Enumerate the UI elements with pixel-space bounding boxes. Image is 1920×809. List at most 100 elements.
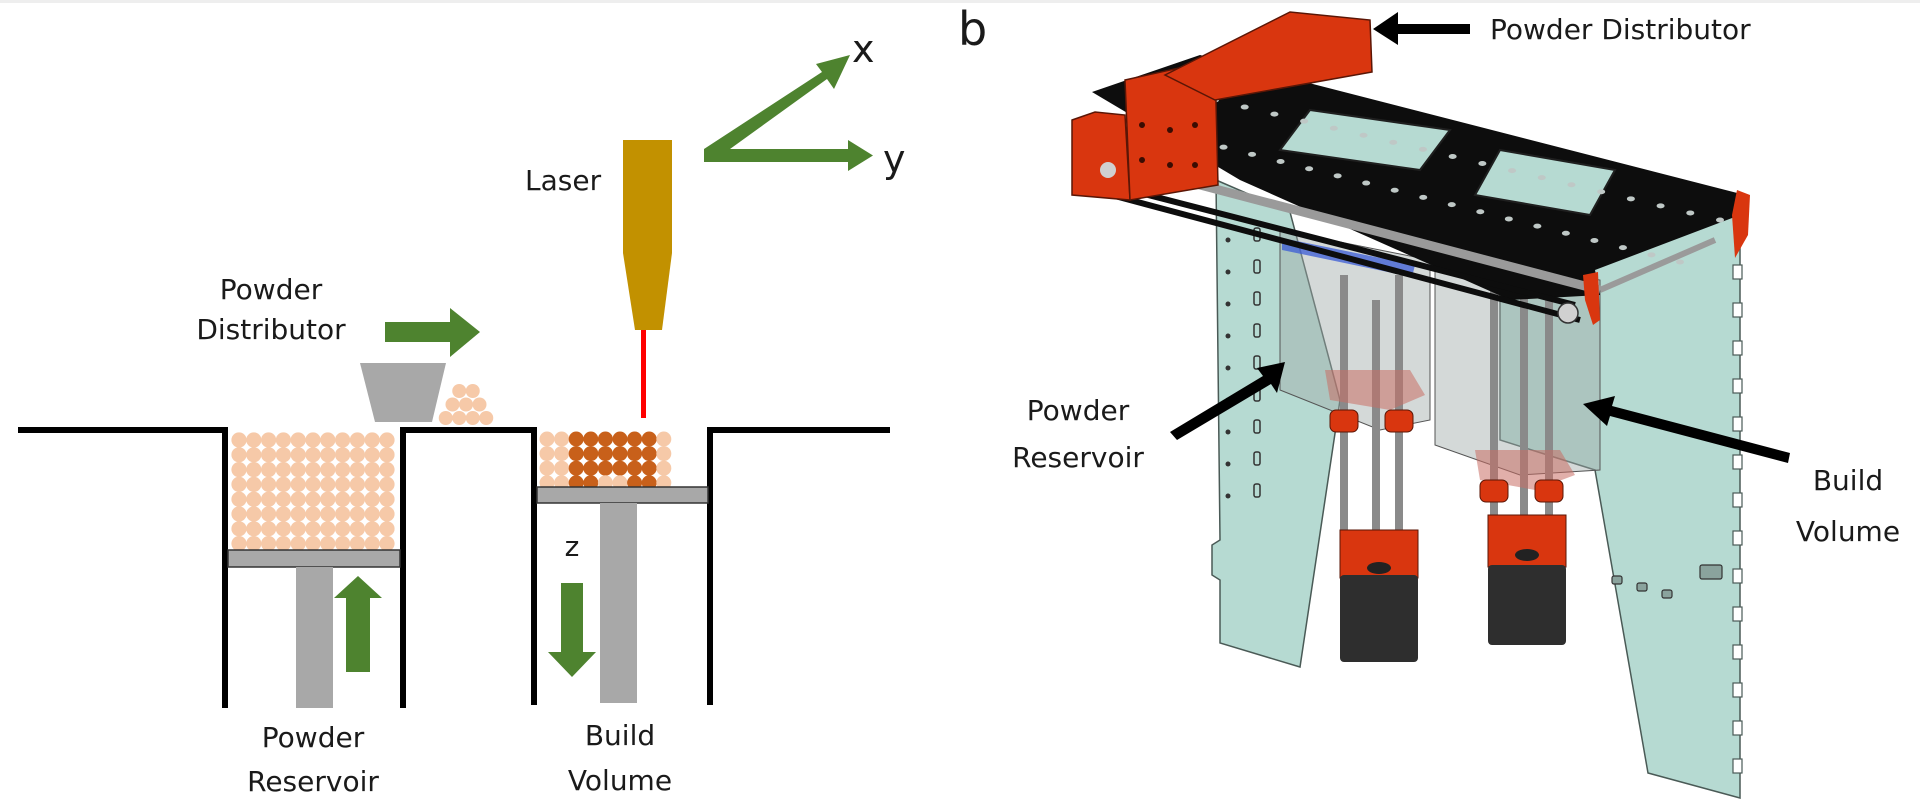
port	[1661, 589, 1673, 599]
powder-particle	[231, 462, 247, 478]
powder-particle	[290, 491, 306, 507]
build-callout-line2: Volume	[1796, 515, 1900, 548]
arrow-down-icon	[548, 583, 596, 677]
powder-particle	[364, 491, 380, 507]
powder-particle	[275, 462, 291, 478]
coupler	[1479, 479, 1509, 503]
plate-slot	[1253, 483, 1261, 498]
plate-slot	[1253, 291, 1261, 306]
bolt	[1139, 157, 1145, 163]
bolt	[1192, 162, 1198, 168]
powder-particle	[290, 447, 306, 463]
carriage-top-rail	[1163, 11, 1373, 101]
build-callout-line1: Build	[1813, 464, 1883, 497]
powder-particle	[320, 462, 336, 478]
plate-notch	[1732, 606, 1743, 622]
plate-notch	[1732, 378, 1743, 394]
plate-hole	[1219, 144, 1228, 150]
sintered-particle	[568, 446, 584, 462]
powder-particle	[379, 536, 395, 552]
sintered-particle	[568, 460, 584, 476]
top-window-reservoir	[1278, 108, 1452, 172]
belt	[1099, 189, 1581, 323]
xy-axes	[704, 55, 873, 171]
sintered-particle	[641, 460, 657, 476]
plate-slot	[1253, 451, 1261, 466]
powder-particle	[275, 536, 291, 552]
left-surface-and-reservoir-left-wall	[18, 427, 228, 708]
powder-particle	[231, 536, 247, 552]
powder-particle	[349, 447, 365, 463]
plate-hole	[1676, 259, 1684, 265]
stepper-motor-build	[1487, 514, 1567, 645]
powder-particle	[459, 397, 473, 412]
powder-particle	[452, 411, 467, 425]
plate-hole	[1647, 252, 1656, 258]
powder-particle	[246, 521, 262, 537]
callout-arrows	[1170, 12, 1790, 463]
powder-particle	[438, 411, 453, 425]
powder-particle	[656, 460, 672, 476]
reservoir-label-line2: Reservoir	[247, 765, 379, 798]
rod	[1520, 290, 1528, 580]
plate-notch	[1732, 492, 1743, 508]
powder-particle	[479, 411, 494, 425]
axis-y-arrow-icon	[704, 140, 873, 171]
rod	[1395, 275, 1403, 595]
plate-hole	[1508, 168, 1517, 174]
build-label-line1: Build	[585, 719, 655, 752]
powder-particle	[349, 432, 365, 448]
plate-slot	[1253, 355, 1261, 370]
bolt	[1167, 127, 1173, 133]
powder-particle	[349, 476, 365, 492]
powder-particle	[320, 447, 336, 463]
plate-hole	[1225, 493, 1231, 499]
port	[1611, 575, 1623, 585]
plate-notch	[1732, 644, 1743, 660]
powder-particle	[335, 447, 351, 463]
reservoir-callout-line2: Reservoir	[1012, 441, 1144, 474]
plate-hole	[1276, 159, 1285, 165]
coupler	[1384, 409, 1414, 433]
powder-particle	[290, 536, 306, 552]
coupler	[1329, 409, 1359, 433]
plate-hole	[1626, 196, 1635, 202]
plate-hole	[1333, 173, 1342, 179]
powder-particle	[275, 447, 291, 463]
powder-particle	[349, 491, 365, 507]
powder-particle	[261, 521, 277, 537]
powder-particle	[231, 521, 247, 537]
sintered-particle	[597, 446, 613, 462]
powder-particle	[349, 462, 365, 478]
powder-particle	[364, 476, 380, 492]
powder-particle	[275, 491, 291, 507]
plate-hole	[1329, 125, 1338, 131]
arrow-reservoir-icon	[1170, 362, 1285, 440]
powder-particle	[364, 462, 380, 478]
arrow-right-icon	[385, 308, 480, 357]
axis-z-label: z	[565, 530, 580, 563]
powder-particle	[305, 506, 321, 522]
panel-b: b	[958, 2, 1900, 799]
powder-particle	[231, 506, 247, 522]
axis-x-arrow-icon	[704, 55, 850, 162]
powder-particle	[364, 536, 380, 552]
plate-notch	[1732, 416, 1743, 432]
top-border-strip	[0, 0, 1920, 3]
plate-hole	[1248, 151, 1257, 157]
plate-hole	[1389, 139, 1398, 145]
powder-particle	[305, 432, 321, 448]
plate-slot	[1253, 323, 1261, 338]
powder-particle	[320, 432, 336, 448]
build-powder	[539, 431, 672, 491]
couplers	[1329, 409, 1564, 503]
powder-particle	[335, 462, 351, 478]
plate-hole	[1240, 104, 1249, 110]
rod	[1372, 300, 1380, 590]
powder-particle	[261, 462, 277, 478]
powder-particle	[364, 432, 380, 448]
powder-particle	[261, 476, 277, 492]
powder-particle	[335, 476, 351, 492]
reservoir-callout-line1: Powder	[1027, 394, 1130, 427]
